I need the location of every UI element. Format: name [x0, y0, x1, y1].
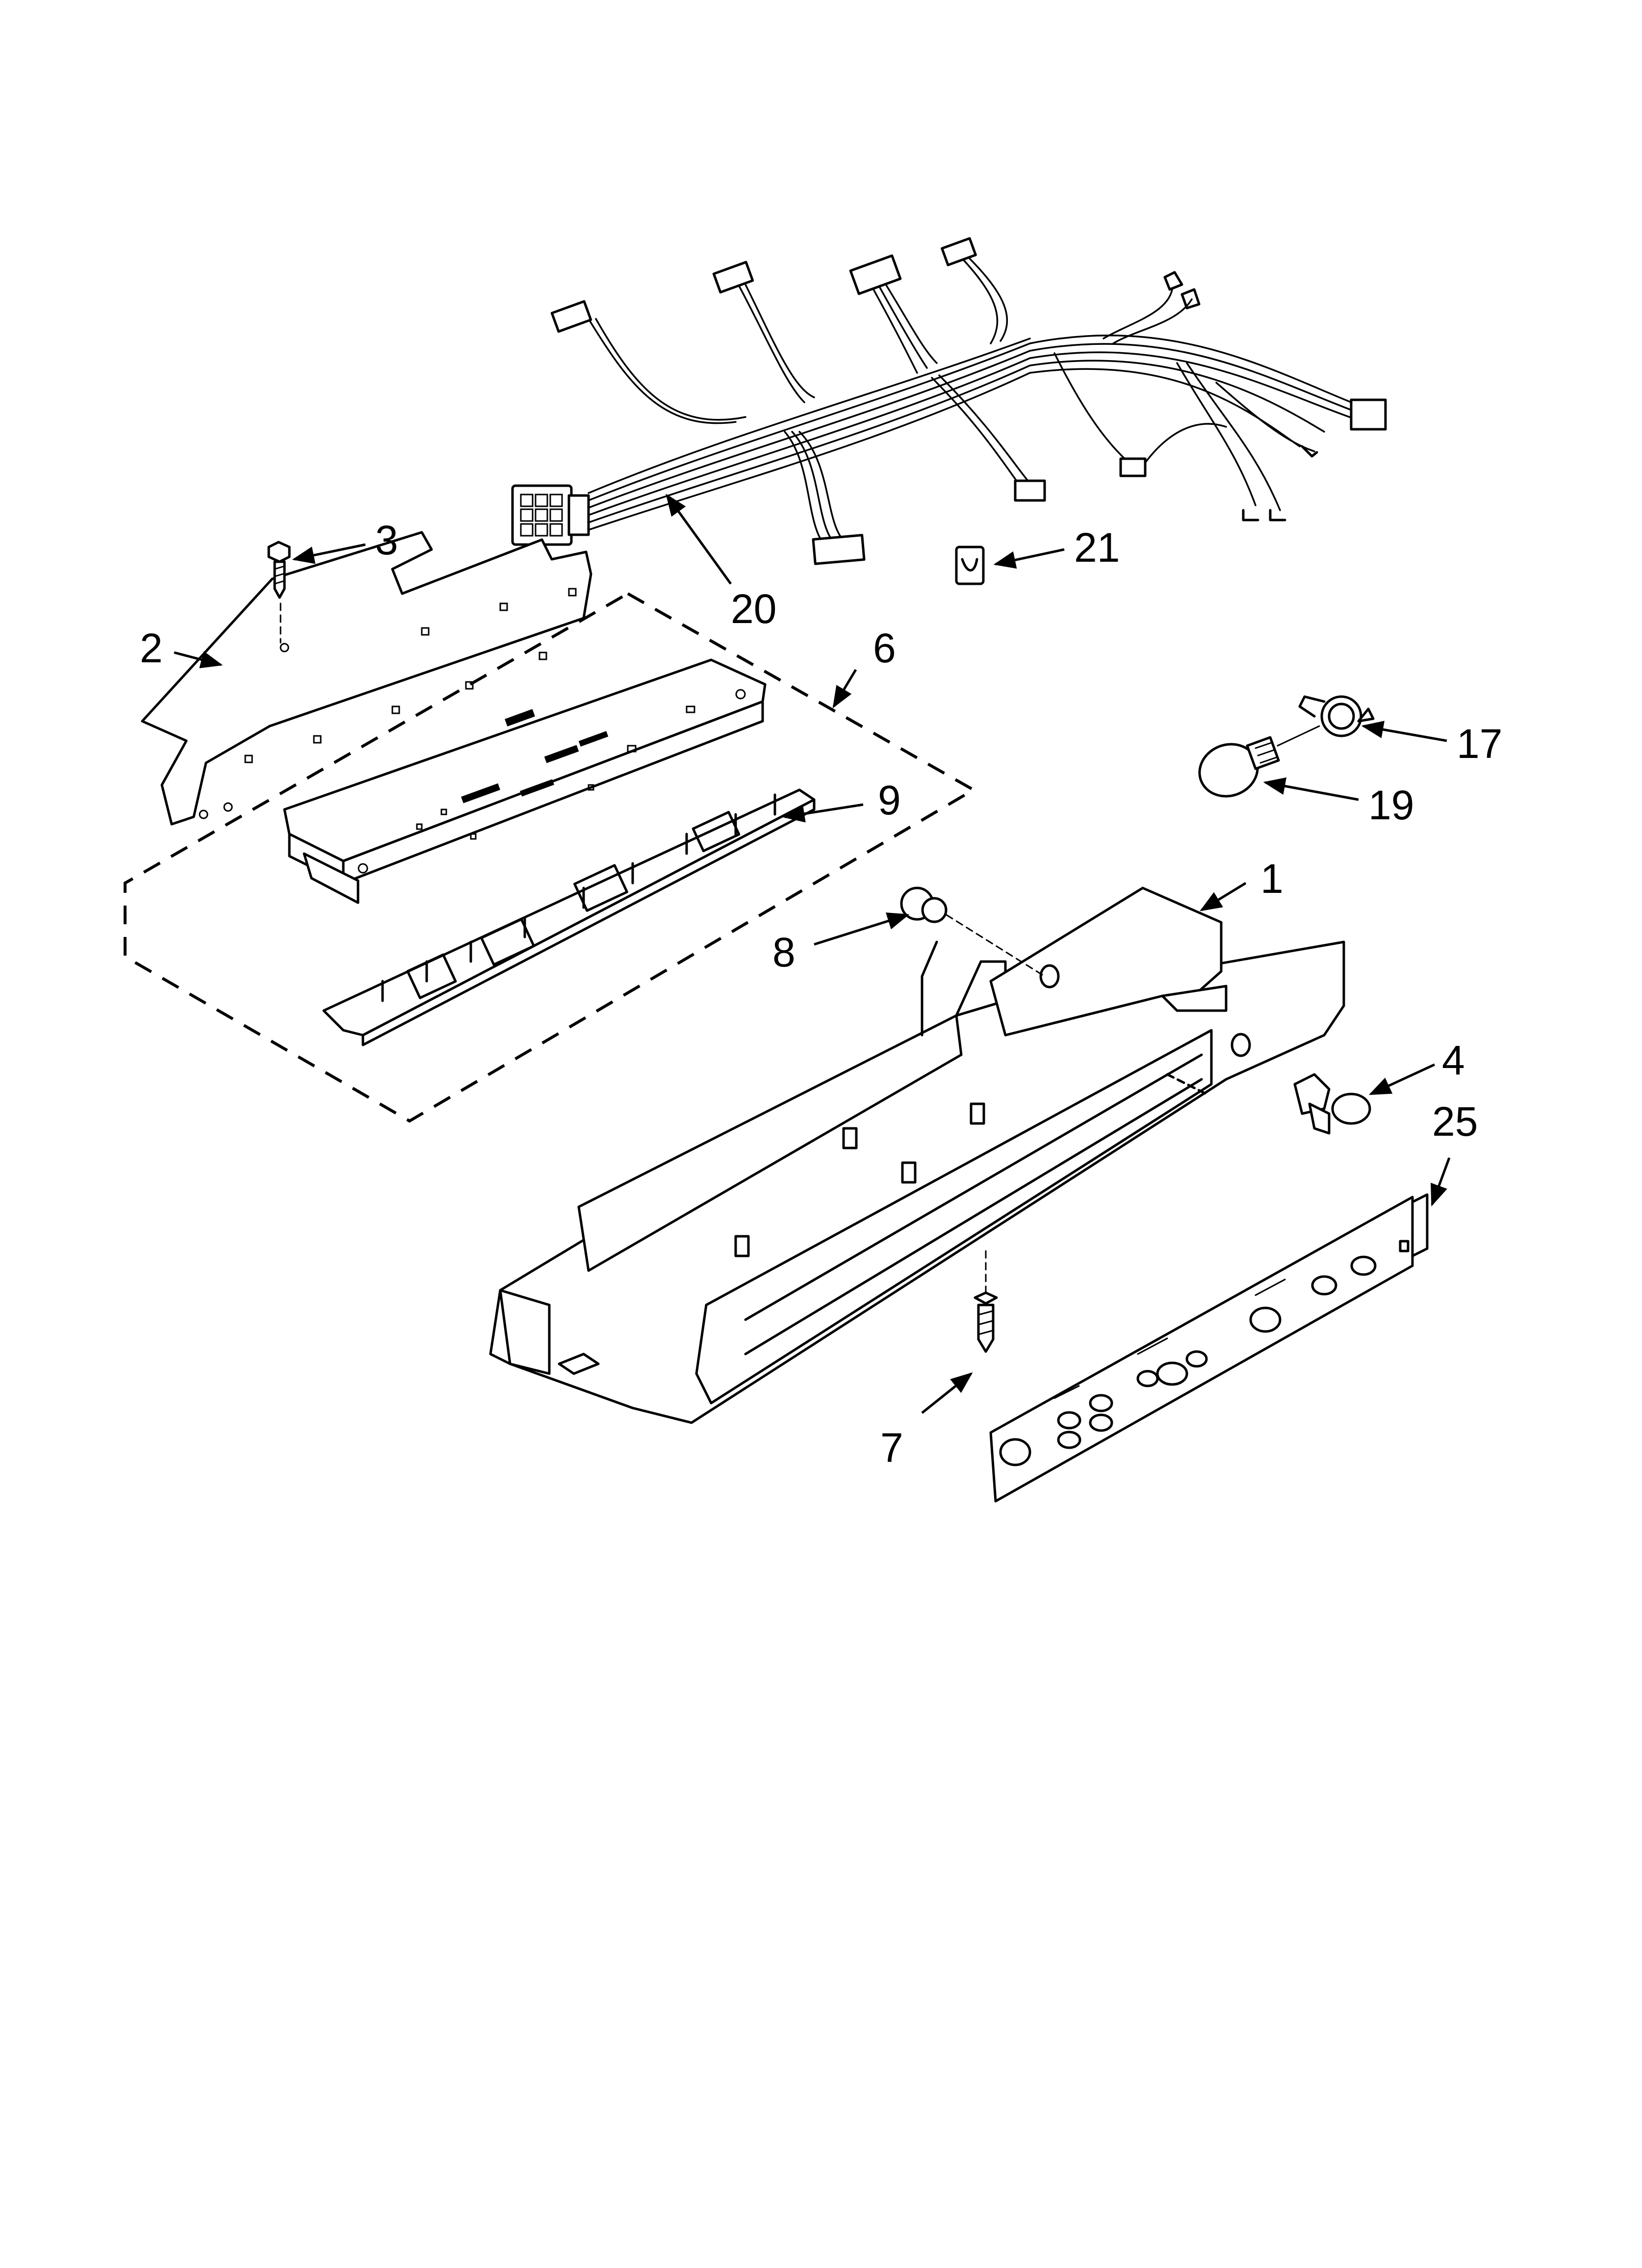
- screw-bottom: [974, 1250, 998, 1353]
- callout-labels: 1 2 3 4 6 7 8 9 17 19 20 21 25: [140, 517, 1502, 1471]
- callout-25: 25: [1432, 1098, 1478, 1145]
- control-panel-overlay: [989, 1193, 1429, 1503]
- callout-1: 1: [1260, 856, 1283, 902]
- callout-19: 19: [1368, 782, 1414, 828]
- control-circuit-board: [283, 658, 767, 904]
- callout-20: 20: [731, 586, 776, 632]
- lamp-socket: [1293, 1073, 1371, 1135]
- button-holder: [322, 788, 816, 1046]
- callout-7: 7: [880, 1425, 903, 1471]
- bracket-plate: [141, 531, 592, 826]
- control-housing: [489, 886, 1345, 1424]
- callout-21: 21: [1074, 524, 1120, 571]
- leader-arrows: [174, 494, 1451, 1414]
- callout-4: 4: [1442, 1037, 1465, 1083]
- socket-clip: [1298, 695, 1375, 737]
- callout-3: 3: [375, 517, 398, 563]
- callout-8: 8: [772, 929, 795, 975]
- assembly-group-outline: [124, 592, 977, 1123]
- callout-9: 9: [878, 777, 901, 823]
- callout-6: 6: [873, 625, 896, 671]
- screw-top: [267, 541, 291, 644]
- harness-clip: [955, 546, 985, 585]
- callout-2: 2: [140, 625, 163, 671]
- wiring-harness: [511, 237, 1387, 565]
- light-bulb: [1198, 725, 1320, 798]
- plug: [900, 886, 1046, 977]
- callout-17: 17: [1457, 721, 1502, 767]
